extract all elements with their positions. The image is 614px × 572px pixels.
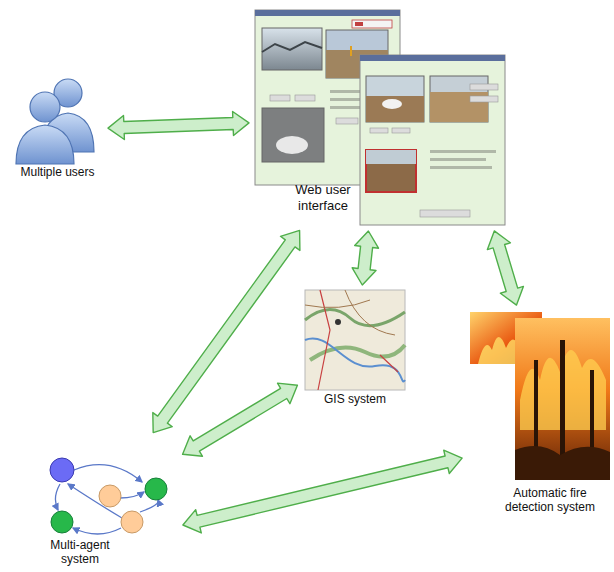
web-screenshot-part — [262, 42, 322, 52]
web-screenshot-part — [295, 95, 315, 101]
fire-photo-part — [515, 446, 610, 480]
web-screenshot-part — [382, 99, 402, 109]
web-screenshot-part — [352, 20, 392, 28]
web-screenshot — [360, 55, 505, 225]
web-screenshot-part — [430, 158, 486, 161]
gis-map-part — [305, 300, 370, 308]
web-screenshot-part — [355, 22, 363, 26]
fire-detection-node: Automatic fire detection system — [465, 308, 612, 520]
agent-graph-part — [55, 484, 60, 510]
block-arrow — [183, 450, 462, 533]
web-screenshot-part — [470, 84, 498, 90]
web-screenshot-part — [255, 10, 400, 16]
web-screenshot-part — [366, 96, 424, 122]
agent-graph-part — [145, 478, 167, 500]
users-icon — [16, 79, 94, 164]
agent-graph-part — [120, 492, 144, 498]
node-label: Multi-agent system — [35, 538, 125, 567]
web-screenshot-part — [430, 150, 496, 153]
agent-graph-part — [74, 465, 142, 482]
node-label: GIS system — [300, 392, 410, 406]
gis-map-part — [318, 290, 330, 390]
agent-graph-part — [73, 528, 121, 534]
agent-graph-part — [68, 484, 122, 518]
web-screenshot-part — [392, 128, 410, 133]
web-screenshot-part — [360, 55, 505, 61]
fire-photo — [470, 312, 610, 480]
gis-node: GIS system — [300, 288, 410, 413]
web-screenshot-part — [430, 166, 492, 169]
gis-map-part — [305, 309, 405, 325]
node-label: Automatic fire detection system — [490, 486, 610, 515]
web-screenshot-part — [350, 46, 352, 56]
web-screenshot-part — [366, 150, 416, 192]
users-icon-part — [16, 125, 74, 164]
web-screenshot-part — [470, 96, 498, 102]
agent-graph-part — [121, 511, 143, 533]
web-ui-node: Web user interface — [252, 8, 510, 228]
web-screenshot-part — [370, 128, 388, 133]
web-screenshot-part — [366, 150, 416, 164]
block-arrow — [487, 231, 523, 305]
web-screenshot-part — [360, 55, 505, 225]
gis-map-part — [345, 290, 395, 335]
agent-graph-part — [140, 500, 158, 512]
agent-graph-part — [50, 458, 74, 482]
gis-map-part — [305, 338, 405, 381]
gis-map — [305, 290, 405, 390]
web-screenshot-part — [420, 210, 470, 217]
web-screenshot-part — [262, 28, 322, 70]
agent-graph — [50, 458, 167, 534]
web-screenshot-part — [366, 76, 424, 122]
node-label: Multiple users — [10, 165, 105, 179]
block-arrow — [352, 231, 378, 285]
gis-map-part — [305, 290, 405, 390]
web-screenshot-part — [262, 108, 324, 162]
gis-map-part — [380, 355, 398, 372]
block-arrow — [108, 112, 249, 140]
web-screenshot-part — [336, 118, 358, 124]
agent-graph-part — [51, 511, 73, 533]
block-arrow — [183, 383, 298, 456]
web-screenshot-part — [270, 95, 290, 101]
web-screenshot-part — [276, 136, 308, 154]
node-label: Web user interface — [280, 182, 366, 213]
multi-agent-node: Multi-agent system — [25, 435, 180, 570]
agent-graph-part — [99, 485, 121, 507]
users-node: Multiple users — [10, 70, 105, 190]
fire-photo-part — [515, 318, 610, 480]
gis-map-part — [335, 319, 341, 325]
fire-photo-part — [478, 337, 520, 364]
users-icon-part — [30, 92, 60, 122]
